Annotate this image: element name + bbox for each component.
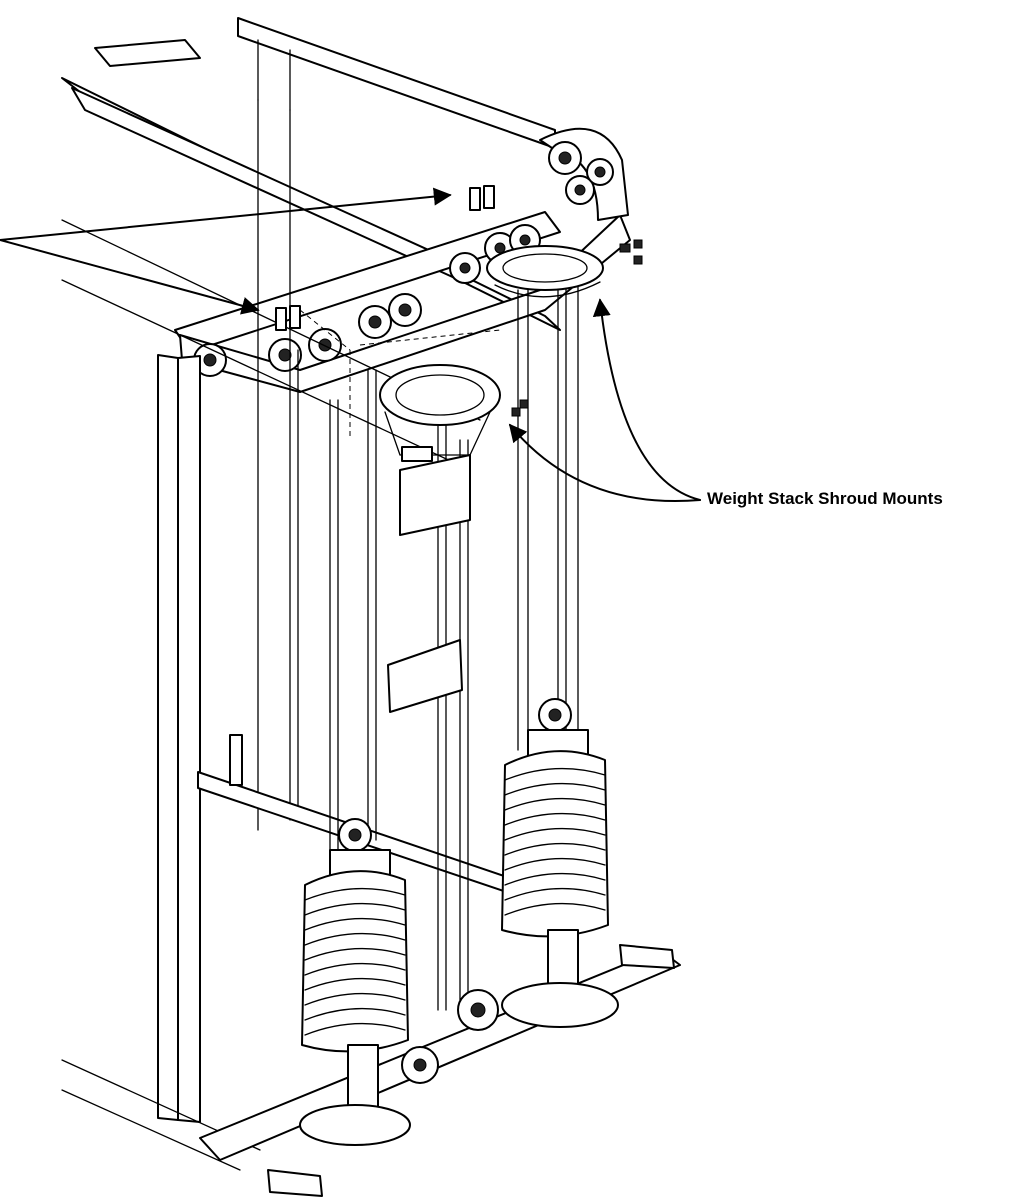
top-pulleys <box>193 141 614 377</box>
callout-arrows <box>0 187 701 502</box>
bottom-pulleys <box>401 989 499 1084</box>
arrow-left-upper <box>0 187 452 241</box>
arrow-shroud-right <box>592 298 701 501</box>
shroud-mount-center <box>379 364 501 462</box>
hardware <box>229 185 643 786</box>
arrow-left-lower <box>0 239 260 315</box>
callout-label: Weight Stack Shroud Mounts <box>707 489 943 508</box>
weight-stack-right <box>501 698 619 1028</box>
arrow-shroud-center <box>508 423 701 502</box>
guide-rods <box>329 369 471 1011</box>
alignment-dashes <box>299 309 501 440</box>
weight-stack-left <box>299 818 411 1146</box>
right-stack-rods <box>517 269 579 751</box>
left-uprights <box>61 99 681 1197</box>
shroud-mount-right <box>486 245 604 298</box>
